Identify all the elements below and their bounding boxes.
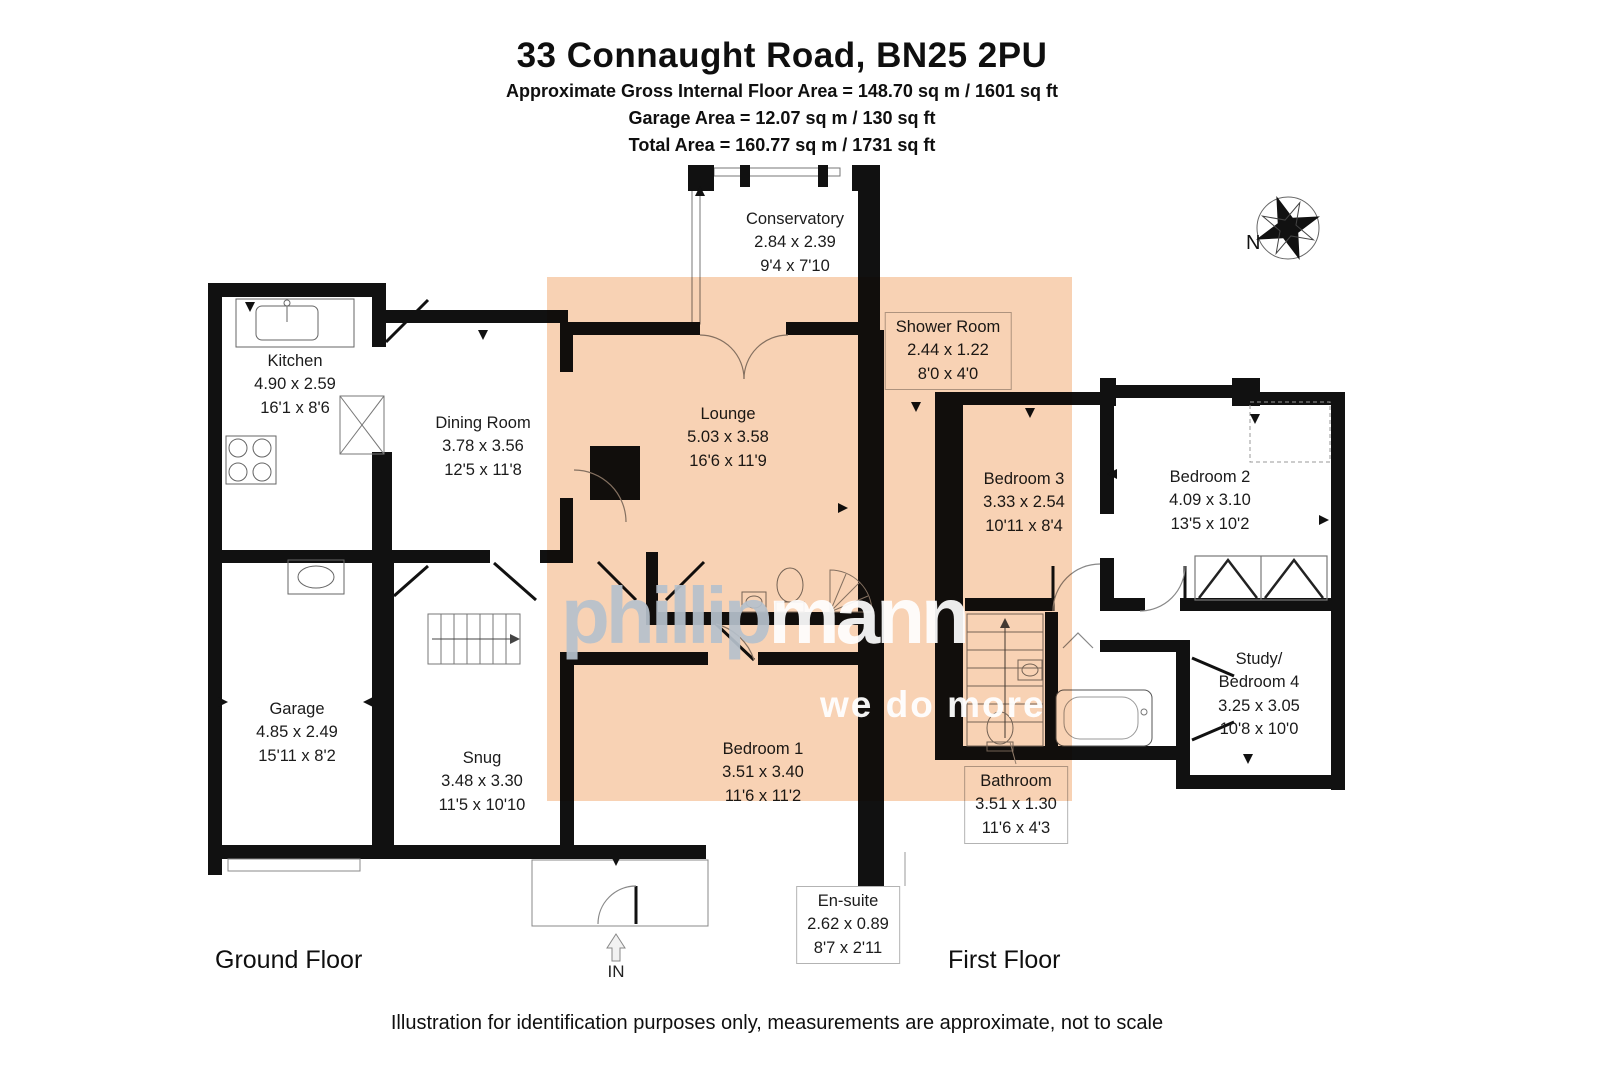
room-label-lounge: Lounge 5.03 x 3.58 16'6 x 11'9 [687, 405, 769, 470]
stove-icon [225, 435, 277, 485]
first-floor-title: First Floor [948, 946, 1061, 974]
room-label-bedroom-2: Bedroom 2 4.09 x 3.10 13'5 x 10'2 [1169, 468, 1251, 533]
compass-icon [1256, 196, 1320, 260]
kitchen-sink-icon [235, 298, 355, 348]
room-label-shower-room: Shower Room 2.44 x 1.22 8'0 x 4'0 [884, 312, 1012, 391]
porch-outline [227, 858, 709, 927]
total-area-line: Total Area = 160.77 sq m / 1731 sq ft [628, 135, 936, 155]
entrance-arrow-icon [606, 933, 626, 962]
garage-area-line: Garage Area = 12.07 sq m / 130 sq ft [628, 108, 936, 128]
room-label-garage: Garage 4.85 x 2.49 15'11 x 8'2 [256, 700, 338, 765]
disclaimer-text: Illustration for identification purposes… [390, 1012, 1164, 1034]
room-label-conservatory: Conservatory 2.84 x 2.39 9'4 x 7'10 [745, 210, 845, 275]
room-label-dining-room: Dining Room 3.78 x 3.56 12'5 x 11'8 [435, 414, 531, 479]
wardrobe-icon [1194, 555, 1328, 601]
page-title: 33 Connaught Road, BN25 2PU [516, 36, 1048, 75]
gross-area-line: Approximate Gross Internal Floor Area = … [505, 81, 1059, 101]
room-label-snug: Snug 3.48 x 3.30 11'5 x 10'10 [438, 749, 526, 814]
cupboard-icon [339, 395, 385, 455]
room-label-kitchen: Kitchen 4.90 x 2.59 16'1 x 8'6 [254, 352, 336, 417]
room-label-study-bedroom-4: Study/ Bedroom 4 3.25 x 3.05 10'8 x 10'0 [1218, 650, 1300, 739]
room-label-bedroom-3: Bedroom 3 3.33 x 2.54 10'11 x 8'4 [983, 470, 1065, 535]
entrance-in-label: IN [607, 962, 625, 981]
room-label-bedroom-1: Bedroom 1 3.51 x 3.40 11'6 x 11'2 [722, 740, 804, 805]
utility-sink-icon [287, 559, 345, 595]
stairs-ground-floor [427, 613, 521, 665]
room-label-en-suite: En-suite 2.62 x 0.89 8'7 x 2'11 [796, 886, 900, 965]
room-label-bathroom: Bathroom 3.51 x 1.30 11'6 x 4'3 [964, 766, 1068, 845]
ground-floor-title: Ground Floor [215, 946, 363, 974]
compass-north-label: N [1246, 232, 1261, 254]
